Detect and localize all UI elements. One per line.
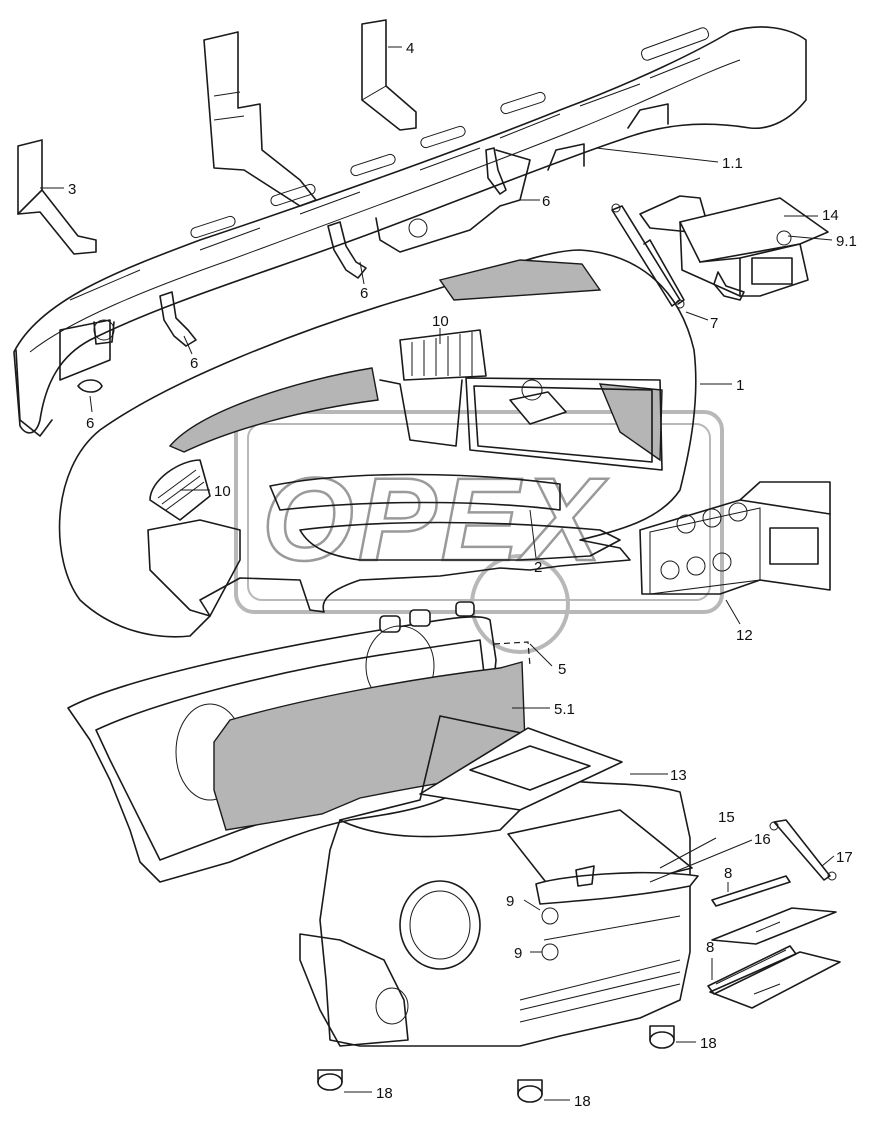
callout-label: 18 [376,1085,393,1102]
watermark: OPEX [234,410,724,654]
callout-label: 9 [506,893,514,910]
callout-label: 1.1 [722,155,743,172]
callout-label: 5 [558,661,566,678]
center-console [299,715,699,1103]
callout-label: 8 [706,939,714,956]
callout-label: 7 [710,315,718,332]
callout-label: 2 [534,559,542,576]
callout-label: 6 [360,285,368,302]
leader-lines [40,46,835,1101]
callout-label: 10 [214,483,231,500]
callout-label: 6 [542,193,550,210]
callout-label: 14 [822,207,839,224]
callout-label: 12 [736,627,753,644]
watermark-text: OPEX [262,454,608,586]
bracket-parts [17,19,417,255]
clip-parts [77,147,507,393]
callout-label: 1 [736,377,744,394]
callout-labels: 4 3 1.1 6 14 9.1 6 7 10 6 6 1 10 2 12 5 … [68,40,857,1110]
callout-label: 6 [190,355,198,372]
callout-label: 18 [700,1035,717,1052]
callout-label: 18 [574,1093,591,1110]
callout-label: 13 [670,767,687,784]
callout-label: 4 [406,40,414,57]
callout-label: 17 [836,849,853,866]
dashboard-cover [58,249,831,638]
instrument-panel [67,601,531,883]
dashboard-frame [13,26,807,437]
callout-label: 5.1 [554,701,575,718]
callout-label: 6 [86,415,94,432]
hinge-and-flap-parts [707,819,841,1009]
callout-label: 9.1 [836,233,857,250]
glovebox-assembly [611,195,829,309]
callout-label: 3 [68,181,76,198]
callout-label: 16 [754,831,771,848]
callout-label: 8 [724,865,732,882]
callout-label: 9 [514,945,522,962]
callout-label: 15 [718,809,735,826]
callout-label: 10 [432,313,449,330]
